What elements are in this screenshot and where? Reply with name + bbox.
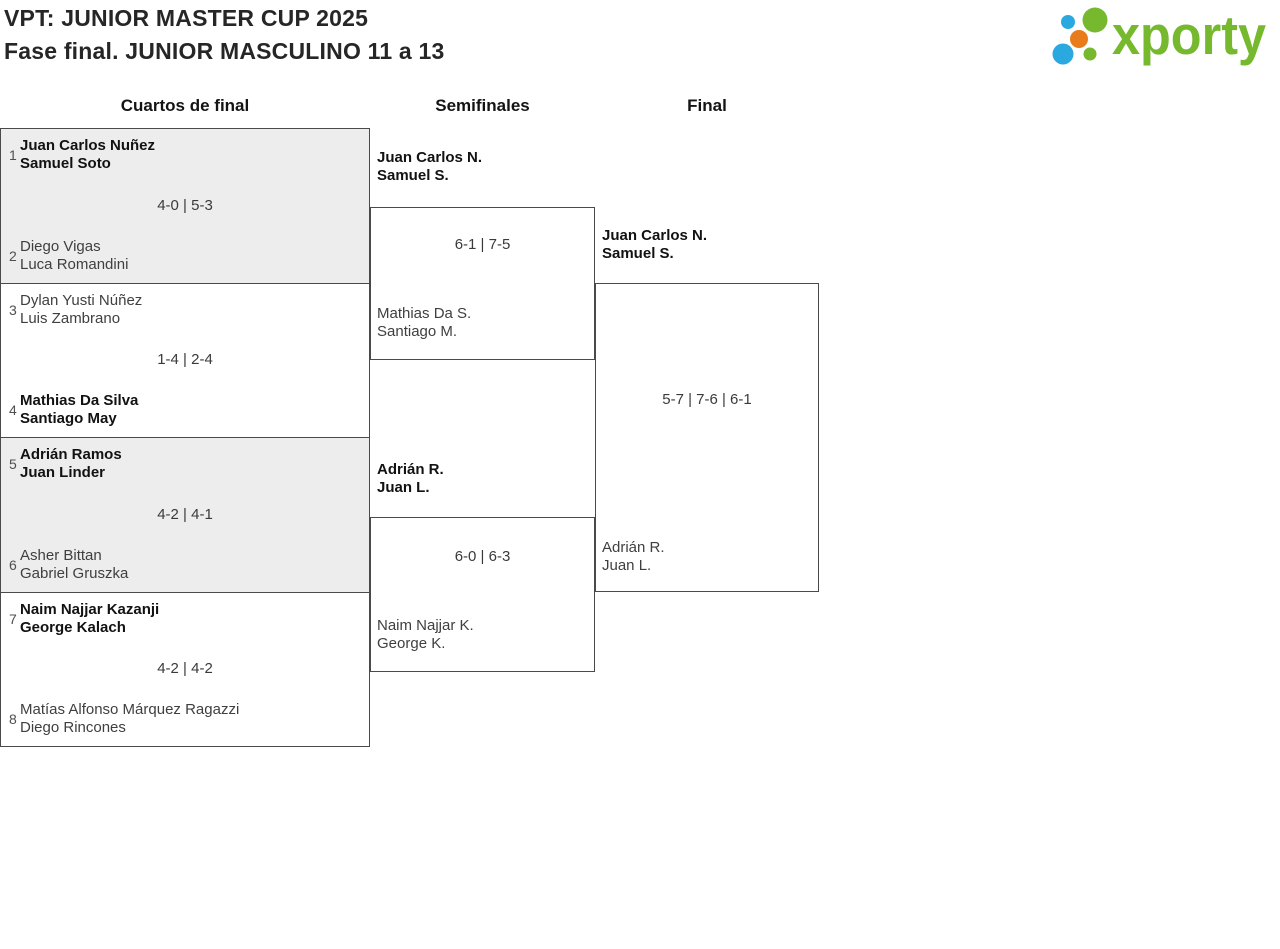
player-name: Luis Zambrano xyxy=(20,309,121,327)
player-name: Juan L. xyxy=(377,479,430,496)
player-name: Asher Bittan xyxy=(20,546,102,564)
player-name: Mathias Da Silva xyxy=(20,392,139,409)
final-bottom-team: Adrián R. Juan L. xyxy=(602,539,665,575)
player-name: Adrián R. xyxy=(602,539,665,556)
seed-number: 1 xyxy=(9,147,17,163)
seed-number: 3 xyxy=(9,301,17,318)
player-name: George K. xyxy=(377,635,446,652)
player-name: Juan Carlos N. xyxy=(377,149,483,166)
player-name: Juan Linder xyxy=(20,464,106,481)
match-quarterfinal-3[interactable]: 5 Adrián Ramos Juan Linder 4-2 | 4-1 6 A… xyxy=(1,437,369,592)
final-top-team: Juan Carlos N. Samuel S. xyxy=(602,227,707,263)
sf1-top-team: Juan Carlos N. Samuel S. xyxy=(377,149,482,185)
seed-number: 5 xyxy=(9,456,17,472)
logo-wordmark: xporty xyxy=(1112,4,1266,66)
match-score: 4-0 | 5-3 xyxy=(157,196,213,214)
player-name: Juan L. xyxy=(602,557,652,574)
team-entry: 2 Diego Vigas Luca Romandini xyxy=(1,238,369,274)
sf1-bottom-team: Mathias Da S. Santiago M. xyxy=(377,305,471,341)
team-names: Asher Bittan Gabriel Gruszka xyxy=(20,547,128,583)
seed-number: 6 xyxy=(9,556,17,573)
player-name: Luca Romandini xyxy=(20,255,129,273)
team-entry: 3 Dylan Yusti Núñez Luis Zambrano xyxy=(1,292,369,328)
team-names: Adrián Ramos Juan Linder xyxy=(20,446,122,482)
sf2-bottom-team: Naim Najjar K. George K. xyxy=(377,617,474,653)
team-entry: 8 Matías Alfonso Márquez Ragazzi Diego R… xyxy=(1,701,369,737)
player-name: Adrián R. xyxy=(377,461,444,478)
team-names: Juan Carlos Nuñez Samuel Soto xyxy=(20,137,155,173)
seed-number: 7 xyxy=(9,610,17,627)
player-name: Diego Rincones xyxy=(20,719,126,736)
player-name: Juan Carlos Nuñez xyxy=(20,137,156,154)
player-name: Naim Najjar K. xyxy=(377,617,474,634)
seed-number: 8 xyxy=(9,711,17,727)
sf1-score: 6-1 | 7-5 xyxy=(454,236,511,253)
player-name: Samuel Soto xyxy=(20,155,111,172)
match-quarterfinal-4[interactable]: 7 Naim Najjar Kazanji George Kalach 4-2 … xyxy=(1,591,369,746)
player-name: Adrián Ramos xyxy=(20,446,122,463)
seed-number: 2 xyxy=(9,247,17,264)
player-name: Mathias Da S. xyxy=(377,305,472,322)
team-names: Matías Alfonso Márquez Ragazzi Diego Rin… xyxy=(20,701,239,737)
round-header-semifinals: Semifinales xyxy=(435,96,530,115)
match-semifinal-1-box[interactable] xyxy=(370,207,595,360)
team-names: Dylan Yusti Núñez Luis Zambrano xyxy=(20,292,142,328)
match-quarterfinal-1[interactable]: 1 Juan Carlos Nuñez Samuel Soto 4-0 | 5-… xyxy=(1,129,369,283)
round-header-quarterfinals: Cuartos de final xyxy=(120,96,250,115)
logo-dot-orange-icon xyxy=(1070,30,1088,48)
sf2-top-team: Adrián R. Juan L. xyxy=(377,461,444,497)
category-subtitle: Fase final. JUNIOR MASCULINO 11 a 13 xyxy=(4,38,445,64)
logo-dot-green-small-icon xyxy=(1083,47,1097,61)
team-names: Naim Najjar Kazanji George Kalach xyxy=(20,601,159,637)
player-name: Matías Alfonso Márquez Ragazzi xyxy=(20,701,240,718)
match-score: 4-2 | 4-2 xyxy=(157,660,213,678)
xporty-logo[interactable]: xporty xyxy=(1048,0,1275,80)
match-score: 1-4 | 2-4 xyxy=(157,351,213,369)
team-entry: 5 Adrián Ramos Juan Linder xyxy=(1,446,369,482)
player-name: Naim Najjar Kazanji xyxy=(20,600,160,618)
team-entry: 1 Juan Carlos Nuñez Samuel Soto xyxy=(1,137,369,173)
team-entry: 4 Mathias Da Silva Santiago May xyxy=(1,392,369,428)
team-names: Diego Vigas Luca Romandini xyxy=(20,238,128,274)
match-final-box[interactable] xyxy=(595,283,819,592)
player-name: Dylan Yusti Núñez xyxy=(20,291,143,309)
sf2-score: 6-0 | 6-3 xyxy=(454,548,511,565)
seed-number: 4 xyxy=(9,402,17,418)
team-names: Mathias Da Silva Santiago May xyxy=(20,392,138,428)
quarterfinals-column: 1 Juan Carlos Nuñez Samuel Soto 4-0 | 5-… xyxy=(0,128,370,747)
player-name: Santiago M. xyxy=(377,323,458,340)
match-semifinal-2-box[interactable] xyxy=(370,517,595,672)
round-header-final: Final xyxy=(687,96,727,115)
logo-dot-green-large-icon xyxy=(1082,7,1108,33)
player-name: Santiago May xyxy=(20,410,117,427)
player-name: George Kalach xyxy=(20,618,126,636)
team-entry: 6 Asher Bittan Gabriel Gruszka xyxy=(1,547,369,583)
player-name: Samuel S. xyxy=(377,167,449,184)
player-name: Juan Carlos N. xyxy=(602,227,708,244)
match-quarterfinal-2[interactable]: 3 Dylan Yusti Núñez Luis Zambrano 1-4 | … xyxy=(1,282,369,437)
logo-dot-blue-small-icon xyxy=(1061,15,1075,29)
logo-dot-blue-large-icon xyxy=(1052,43,1074,65)
player-name: Diego Vigas xyxy=(20,237,101,255)
team-entry: 7 Naim Najjar Kazanji George Kalach xyxy=(1,601,369,637)
final-score: 5-7 | 7-6 | 6-1 xyxy=(662,391,752,408)
player-name: Gabriel Gruszka xyxy=(20,564,129,582)
match-score: 4-2 | 4-1 xyxy=(157,505,213,523)
player-name: Samuel S. xyxy=(602,245,674,262)
tournament-title: VPT: JUNIOR MASTER CUP 2025 xyxy=(4,5,369,31)
